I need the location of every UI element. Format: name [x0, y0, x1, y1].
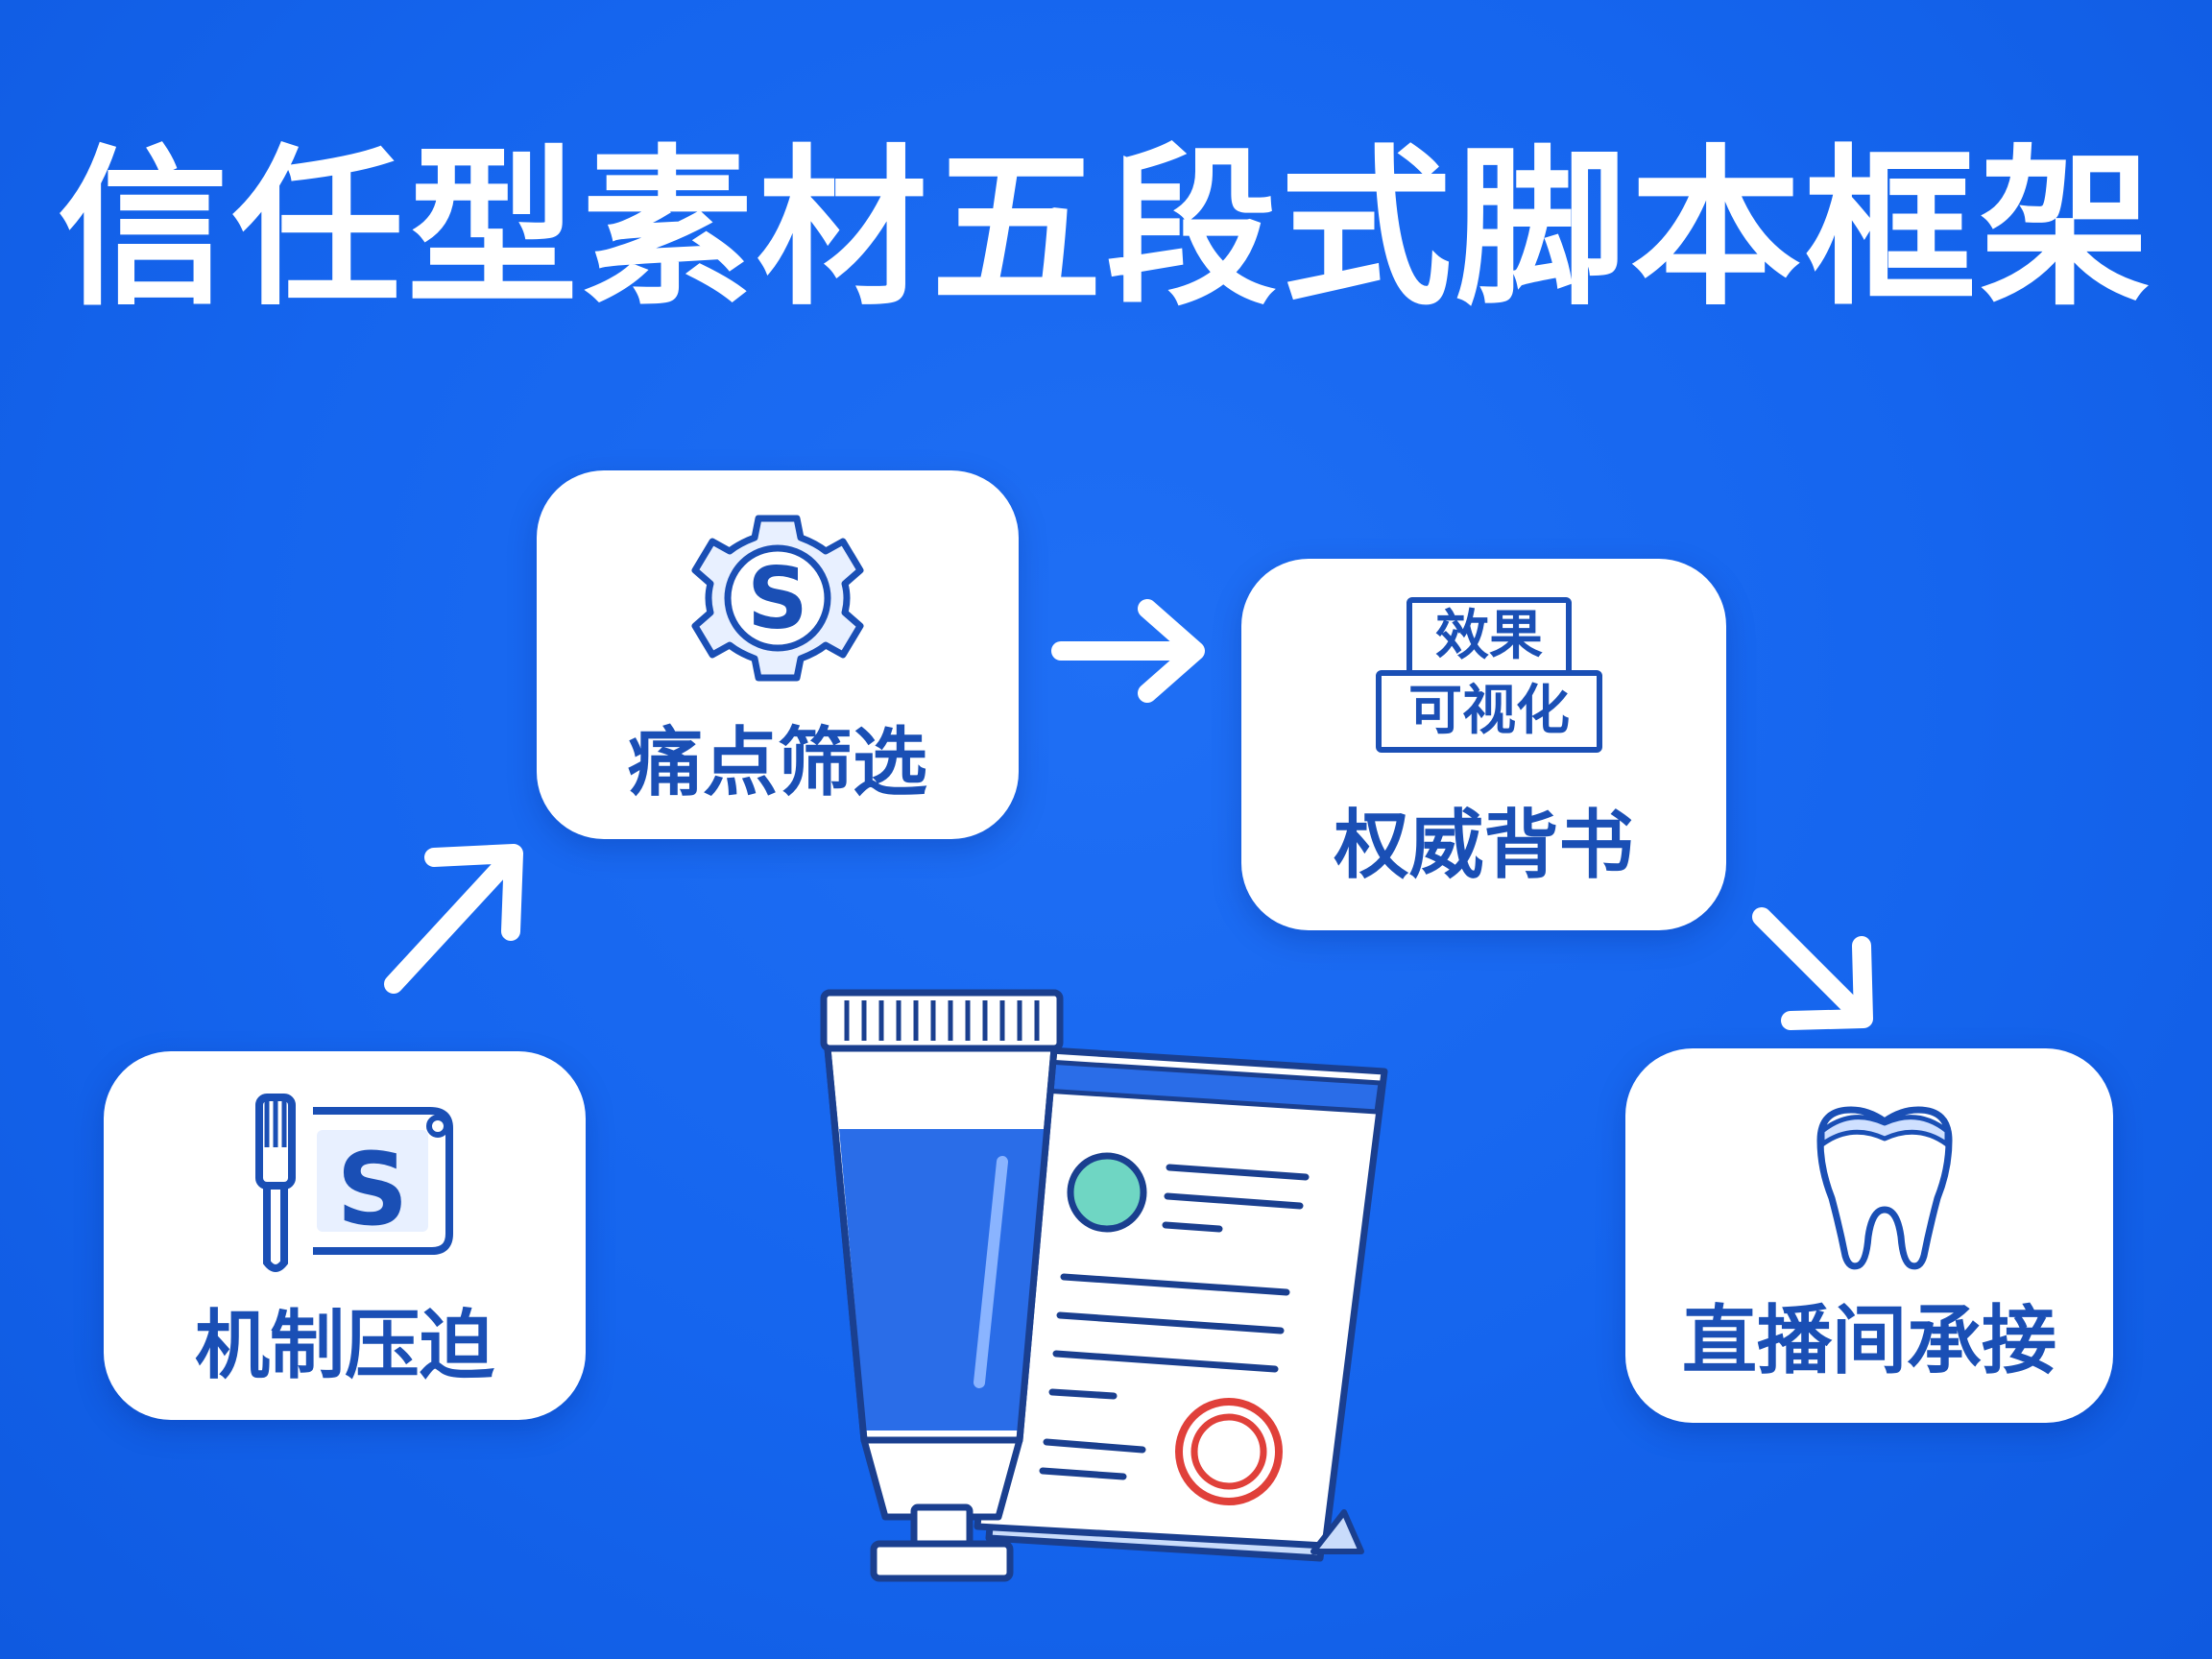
badge-effect: 效果 [1407, 597, 1572, 676]
step-label-authority: 权威背书 [1334, 803, 1634, 889]
step-card-mechanism: S 机制压迫 [104, 1051, 586, 1420]
svg-text:S: S [337, 1131, 409, 1248]
toothpaste-report-illustration [820, 989, 1388, 1582]
tooth-icon [1816, 1106, 1953, 1270]
page-title: 信任型素材五段式脚本框架 [58, 130, 2154, 328]
step-label-mechanism: 机制压迫 [194, 1303, 494, 1389]
gear-s-icon: S [691, 515, 864, 682]
toothpaste-tube-icon [820, 989, 1064, 1582]
arrow-down-right-icon [1752, 907, 1873, 1030]
step-card-authority: 效果 可视化 权威背书 [1241, 559, 1726, 930]
arrow-up-right-icon [384, 844, 523, 994]
step-label-pain-point: 痛点筛选 [627, 720, 927, 806]
step-card-pain-point: S 痛点筛选 [537, 470, 1019, 839]
badge-visualization: 可视化 [1376, 670, 1602, 753]
arrow-right-icon [1051, 599, 1205, 703]
toothbrush-s-icon: S [255, 1094, 453, 1272]
step-label-livestream: 直播间承接 [1681, 1298, 2056, 1384]
svg-text:S: S [747, 549, 807, 648]
step-card-livestream: 直播间承接 [1625, 1048, 2113, 1423]
